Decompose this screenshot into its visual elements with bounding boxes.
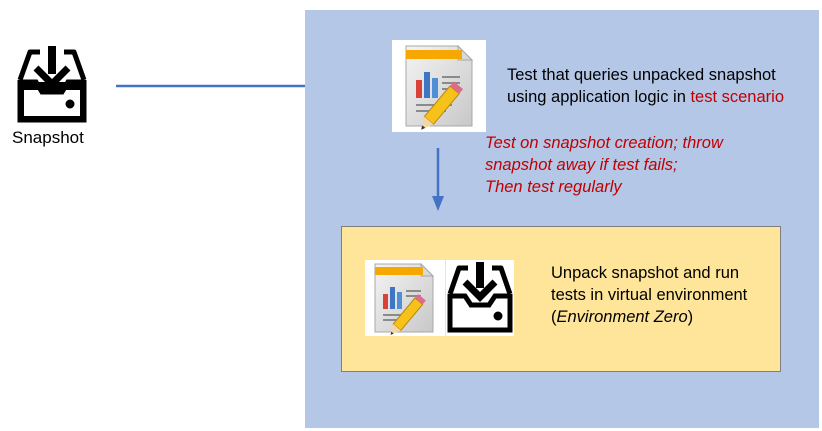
paren-open: (	[551, 308, 557, 326]
arrow-down-connector	[432, 148, 444, 211]
instruction-line: snapshot away if test fails;	[485, 156, 678, 174]
drive-download-icon	[17, 46, 87, 123]
paren-close: )	[687, 308, 694, 326]
instruction-line: Test on snapshot creation; throw	[485, 134, 723, 152]
environment-line: (Environment Zero)	[551, 306, 781, 328]
test-instructions: Test on snapshot creation; throw snapsho…	[485, 132, 785, 198]
environment-line: tests in virtual environment	[551, 286, 748, 304]
report-pencil-icon	[365, 260, 445, 336]
test-scenario-highlight: test scenario	[690, 88, 784, 106]
instruction-line: Then test regularly	[485, 178, 622, 196]
environment-description: Unpack snapshot and run tests in virtual…	[551, 262, 781, 328]
environment-zero-label: Environment Zero	[556, 308, 688, 326]
report-pencil-icon	[392, 40, 486, 132]
snapshot-label: Snapshot	[12, 128, 84, 147]
test-description-text: Test that queries unpacked snapshot usin…	[507, 66, 776, 106]
environment-line: Unpack snapshot and run	[551, 264, 740, 282]
drive-download-icon	[446, 260, 514, 336]
test-description: Test that queries unpacked snapshot usin…	[507, 64, 812, 108]
